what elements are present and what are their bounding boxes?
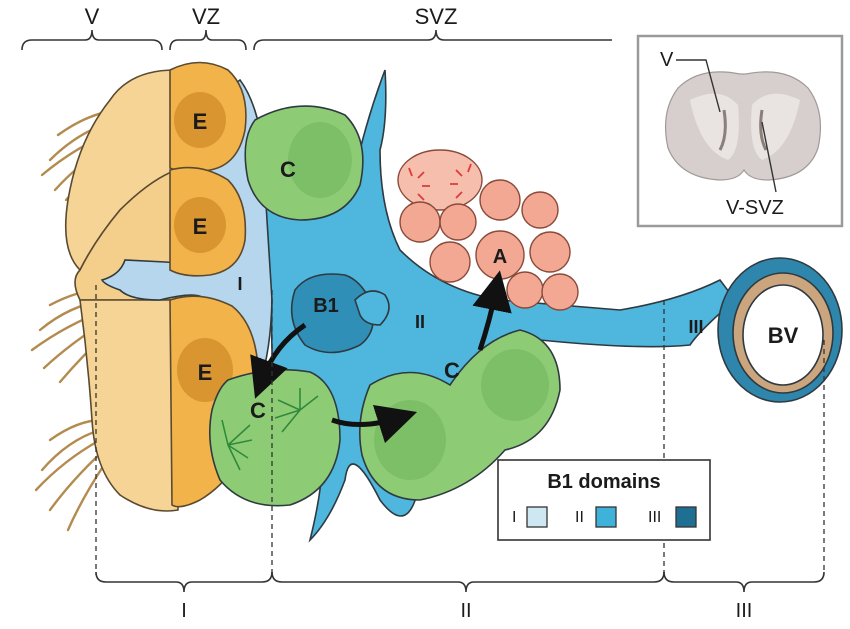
region-label-svz: SVZ (415, 4, 458, 29)
legend: B1 domains I II III (497, 459, 711, 541)
b1-domain-one-label: I (237, 274, 242, 294)
a-cells (397, 149, 579, 311)
c-cell-label-mid: C (444, 358, 460, 383)
brain-inset (636, 34, 844, 228)
legend-swatch-2 (595, 506, 617, 528)
a-cell-label: A (493, 246, 507, 268)
c-cell-label-left: C (250, 398, 266, 423)
c-cells (208, 105, 561, 507)
bottom-domain-label-two: II (460, 600, 471, 622)
legend-swatch-1 (526, 506, 548, 528)
mitotic-spindles (221, 388, 319, 471)
arrow-c-to-a (472, 270, 512, 351)
ependymal-label-3: E (198, 360, 213, 385)
legend-swatch-3 (675, 506, 697, 528)
b1-domain-three-endfoot (717, 257, 843, 403)
bottom-domain-label-three: III (736, 600, 753, 622)
region-label-v: V (85, 4, 100, 29)
ependymal-label-1: E (193, 109, 208, 134)
bottom-domain-label-one: I (181, 600, 187, 622)
region-label-vz: VZ (192, 4, 220, 29)
inset-label-v: V (660, 49, 674, 71)
legend-item-label-2: II (575, 509, 584, 526)
arrow-b1-to-c (250, 322, 307, 399)
lineage-arrows (250, 270, 512, 444)
legend-item-label-1: I (512, 509, 516, 526)
ependymal-label-2: E (193, 214, 208, 239)
c-cell-label-top: C (280, 157, 296, 182)
b1-cell-label: B1 (313, 295, 339, 317)
legend-title: B1 domains (547, 471, 660, 493)
b1-domain-three-label: III (688, 317, 703, 337)
top-brackets (21, 29, 612, 51)
brain-section (664, 71, 822, 181)
arrow-c-to-c (331, 404, 418, 444)
legend-item-label-3: III (648, 509, 661, 526)
inset-label-vsvz: V-SVZ (726, 197, 784, 219)
blood-vessel-label: BV (768, 323, 799, 348)
bottom-brackets (95, 571, 825, 593)
b1-domain-two-label: II (415, 312, 425, 332)
b1-nucleus (290, 273, 390, 354)
a-cell-chromosomes (408, 163, 472, 201)
